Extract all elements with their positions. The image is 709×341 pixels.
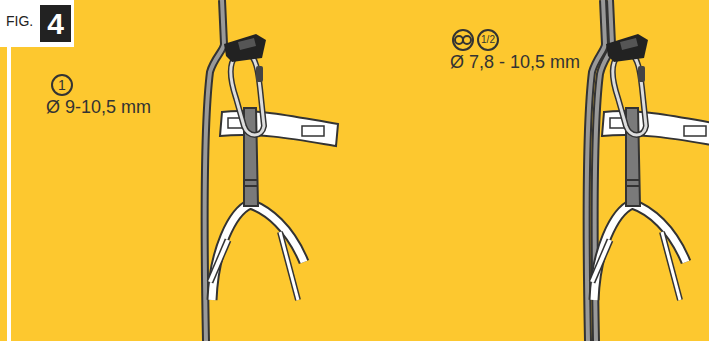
figure-number: 4: [40, 5, 71, 42]
rope-diameter: Ø 7,8 - 10,5 mm: [450, 53, 580, 71]
callout-number: 1: [51, 74, 73, 96]
figure-label: FIG.: [6, 14, 33, 28]
rope-diameter: Ø 9-10,5 mm: [46, 98, 151, 116]
double-rope-symbol: [453, 30, 473, 50]
callout-number: 1/2: [477, 29, 499, 51]
